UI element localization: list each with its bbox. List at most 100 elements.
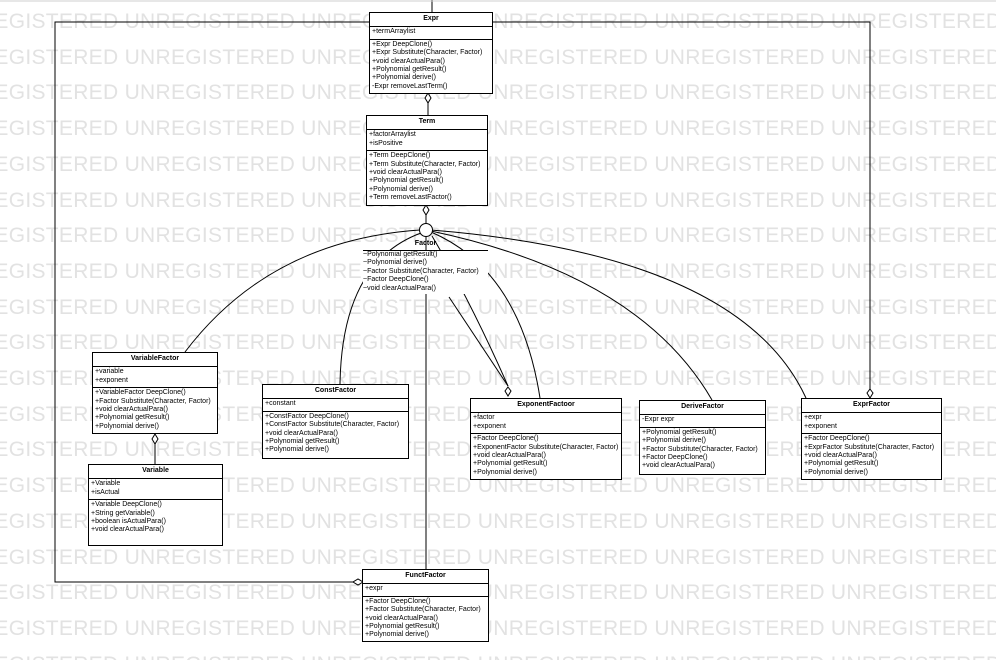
class-exprfactor[interactable]: ExprFactor +expr+exponent +Factor DeepCl… <box>801 398 942 480</box>
variablefactor-implements-factor <box>184 229 421 353</box>
attributes-section: +Variable+isActual <box>89 479 222 501</box>
method: +Polynomial derive() <box>473 468 537 476</box>
expr-term-diamond <box>424 92 432 104</box>
watermark-row: UNREGISTERED UNREGISTERED UNREGISTERED U… <box>0 259 996 283</box>
attributes-section: +termArraylist <box>370 27 492 40</box>
method: +String getVariable() <box>91 509 155 517</box>
exponentfactor-diamond <box>504 386 512 397</box>
method: +void clearActualPara() <box>372 57 445 65</box>
method: +Factor DeepClone() <box>473 435 539 443</box>
method: +Polynomial getResult() <box>804 460 879 468</box>
class-constfactor[interactable]: ConstFactor +constant +ConstFactor DeepC… <box>262 384 409 459</box>
class-derivefactor[interactable]: DeriveFactor -Expr expr +Polynomial getR… <box>639 400 766 475</box>
method: +boolean isActualPara() <box>91 518 166 526</box>
expr-functfactor-association <box>54 21 372 583</box>
class-exponentfactor[interactable]: ExponentFactoor +factor+exponent +Factor… <box>470 398 622 480</box>
method: +Polynomial getResult() <box>369 177 444 185</box>
watermark-row: UNREGISTERED UNREGISTERED UNREGISTERED U… <box>0 117 996 141</box>
methods-section: +Factor DeepClone()+Factor Substitute(Ch… <box>363 597 488 642</box>
attribute: +variable <box>95 368 124 376</box>
method: +void clearActualPara() <box>473 452 546 460</box>
method: +Polynomial getResult() <box>265 438 340 446</box>
method: +Polynomial derive() <box>369 185 433 193</box>
method: +Polynomial derive() <box>642 437 706 445</box>
attribute: +termArraylist <box>372 28 416 36</box>
attribute: +isPositive <box>369 139 403 147</box>
interface-method: ~Polynomial derive() <box>363 259 488 268</box>
methods-section: +Expr DeepClone()+Expr Substitute(Charac… <box>370 40 492 93</box>
methods-section: +ConstFactor DeepClone()+ConstFactor Sub… <box>263 412 408 457</box>
method: +ExprFactor Substitute(Character, Factor… <box>804 443 935 451</box>
term-factor-diamond <box>422 204 430 216</box>
variablefactor-diamond <box>151 433 159 445</box>
method: +Factor Substitute(Character, Factor) <box>642 445 758 453</box>
exprfactor-diamond <box>866 388 874 399</box>
class-variable[interactable]: Variable +Variable+isActual +Variable De… <box>88 464 223 546</box>
method: -Expr removeLastTerm() <box>372 82 448 90</box>
watermark-row: UNREGISTERED UNREGISTERED UNREGISTERED U… <box>0 45 996 69</box>
exponentfactor-diagonal <box>448 296 509 387</box>
methods-section: +Factor DeepClone()+ExponentFactor Subst… <box>471 434 621 479</box>
interface-methods: ~Polynomial getResult()~Polynomial deriv… <box>363 250 488 294</box>
method: +Term DeepClone() <box>369 152 431 160</box>
class-expr[interactable]: Expr +termArraylist +Expr DeepClone()+Ex… <box>369 12 493 94</box>
class-name: VariableFactor <box>93 353 217 368</box>
method: +Polynomial getResult() <box>95 414 170 422</box>
derivefactor-implements-factor <box>430 230 713 401</box>
exprfactor-implements-factor <box>430 229 807 399</box>
factor-interface-circle <box>419 223 433 237</box>
watermark-row: UNREGISTERED UNREGISTERED UNREGISTERED U… <box>0 331 996 355</box>
method: +Factor DeepClone() <box>365 597 431 605</box>
watermark-row: UNREGISTERED UNREGISTERED UNREGISTERED U… <box>0 81 996 105</box>
method: +void clearActualPara() <box>91 526 164 534</box>
method: +ConstFactor Substitute(Character, Facto… <box>265 421 400 429</box>
attribute: +expr <box>804 414 822 422</box>
interface-factor[interactable]: Factor ~Polynomial getResult()~Polynomia… <box>363 240 488 294</box>
method: +Polynomial derive() <box>265 446 329 454</box>
method: +Factor Substitute(Character, Factor) <box>95 397 211 405</box>
class-name: ExprFactor <box>802 399 941 414</box>
watermark-row: UNREGISTERED UNREGISTERED UNREGISTERED U… <box>0 581 996 605</box>
watermark-row: UNREGISTERED UNREGISTERED UNREGISTERED U… <box>0 152 996 176</box>
method: +Term Substitute(Character, Factor) <box>369 160 481 168</box>
attributes-section: +variable+exponent <box>93 367 217 389</box>
attribute: +exponent <box>473 422 506 430</box>
watermark-row: UNREGISTERED UNREGISTERED UNREGISTERED U… <box>0 188 996 212</box>
method: +void clearActualPara() <box>369 169 442 177</box>
watermark-row: UNREGISTERED UNREGISTERED UNREGISTERED U… <box>0 616 996 640</box>
method: +Polynomial derive() <box>372 74 436 82</box>
method: +Polynomial getResult() <box>372 66 447 74</box>
attribute: +expr <box>365 585 383 593</box>
attribute: +Variable <box>91 480 121 488</box>
attributes-section: +expr <box>363 584 488 597</box>
attributes-section: +factorArraylist+isPositive <box>367 130 487 152</box>
class-functfactor[interactable]: FunctFactor +expr +Factor DeepClone()+Fa… <box>362 569 489 642</box>
class-name: FunctFactor <box>363 570 488 585</box>
method: +Polynomial derive() <box>95 422 159 430</box>
attributes-section: +expr+exponent <box>802 413 941 435</box>
method: +Expr Substitute(Character, Factor) <box>372 49 483 57</box>
attribute: +factor <box>473 414 495 422</box>
class-name: Expr <box>370 13 492 28</box>
method: +void clearActualPara() <box>95 406 168 414</box>
method: +Polynomial getResult() <box>642 428 717 436</box>
method: +void clearActualPara() <box>804 452 877 460</box>
interface-name: Factor <box>363 240 488 251</box>
interface-method: ~Polynomial getResult() <box>363 250 488 260</box>
method: +VariableFactor DeepClone() <box>95 389 186 397</box>
method: +Factor DeepClone() <box>642 454 708 462</box>
method: +Polynomial getResult() <box>365 623 440 631</box>
class-name: ConstFactor <box>263 385 408 400</box>
method: +Polynomial getResult() <box>473 460 548 468</box>
interface-method: ~void clearActualPara() <box>363 284 488 294</box>
method: +ExponentFactor Substitute(Character, Fa… <box>473 443 619 451</box>
attribute: +isActual <box>91 488 120 496</box>
watermark-row: UNREGISTERED UNREGISTERED UNREGISTERED U… <box>0 653 996 660</box>
class-name: DeriveFactor <box>640 401 765 416</box>
exponentfactor-implements-factor <box>430 231 541 399</box>
class-variablefactor[interactable]: VariableFactor +variable+exponent +Varia… <box>92 352 218 434</box>
constfactor-implements-factor <box>339 232 422 385</box>
class-term[interactable]: Term +factorArraylist+isPositive +Term D… <box>366 115 488 206</box>
methods-section: +Factor DeepClone()+ExprFactor Substitut… <box>802 434 941 479</box>
